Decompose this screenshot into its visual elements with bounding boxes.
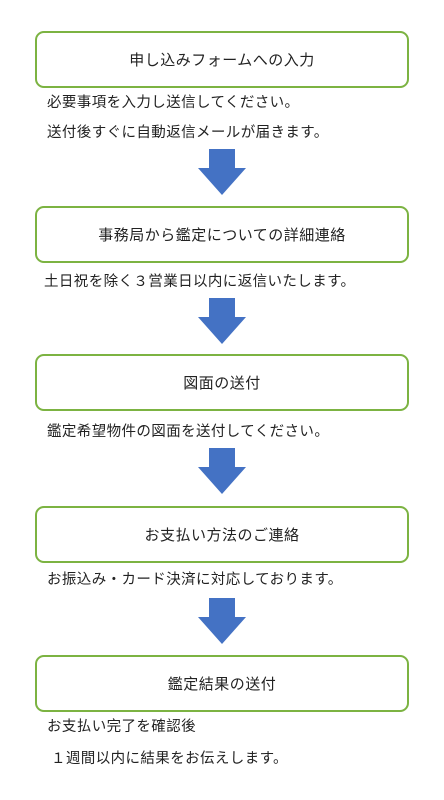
step-2-title: 事務局から鑑定についての詳細連絡 bbox=[98, 226, 346, 244]
step-1-title: 申し込みフォームへの入力 bbox=[129, 51, 315, 69]
step-5-title: 鑑定結果の送付 bbox=[167, 675, 277, 693]
down-arrow-icon bbox=[198, 598, 246, 644]
step-2-note-1: 土日祝を除く３営業日以内に返信いたします。 bbox=[44, 274, 356, 290]
step-1-note-1: 必要事項を入力し送信してください。 bbox=[47, 95, 300, 111]
step-5-note-1: お支払い完了を確認後 bbox=[47, 719, 196, 735]
step-3-note-1: 鑑定希望物件の図面を送付してください。 bbox=[47, 424, 330, 440]
step-box-2: 事務局から鑑定についての詳細連絡 bbox=[35, 206, 409, 263]
step-box-3: 図面の送付 bbox=[35, 354, 409, 411]
down-arrow-icon bbox=[198, 448, 246, 494]
step-3-title: 図面の送付 bbox=[183, 374, 261, 392]
step-4-title: お支払い方法のご連絡 bbox=[144, 526, 300, 544]
step-4-note-1: お振込み・カード決済に対応しております。 bbox=[47, 572, 343, 588]
step-box-4: お支払い方法のご連絡 bbox=[35, 506, 409, 563]
step-1-note-2: 送付後すぐに自動返信メールが届きます。 bbox=[47, 125, 329, 141]
step-box-5: 鑑定結果の送付 bbox=[35, 655, 409, 712]
down-arrow-icon bbox=[198, 149, 246, 195]
step-box-1: 申し込みフォームへの入力 bbox=[35, 31, 409, 88]
step-5-note-2: １週間以内に結果をお伝えします。 bbox=[51, 751, 288, 767]
down-arrow-icon bbox=[198, 298, 246, 344]
